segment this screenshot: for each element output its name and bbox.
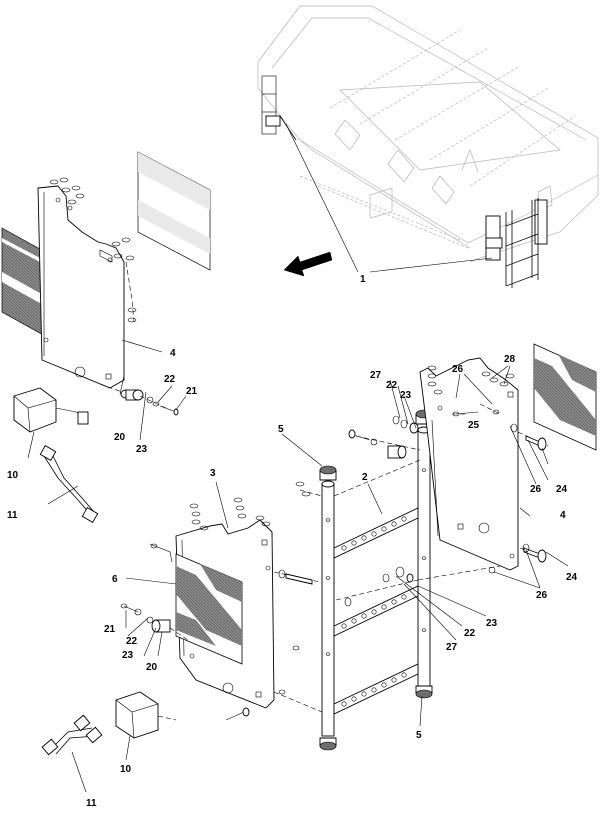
callout-22-low: 22 [464,628,476,639]
ladder [319,409,433,751]
callout-1: 1 [360,274,366,285]
callout-20-bottom: 20 [146,662,158,673]
callout-22-top: 22 [164,374,176,385]
callout-23-right: 23 [400,390,412,401]
callout-labels: 4 22 21 20 23 10 11 3 5 2 6 21 22 23 20 … [7,348,578,809]
callout-28: 28 [504,354,516,365]
callout-23-top: 23 [136,444,148,455]
callout-23-low: 23 [486,618,498,629]
callout-26-bottom: 26 [536,590,548,601]
direction-arrow [283,251,333,277]
callout-22-bottom: 22 [126,636,138,647]
callout-10-top: 10 [7,470,19,481]
cable-11-top [39,445,99,523]
callout-25: 25 [468,420,480,431]
callout-27-low: 27 [446,642,458,653]
lamp-10-bottom [115,691,177,739]
callout-2: 2 [362,472,368,483]
callout-26-mid: 26 [530,484,542,495]
callout-6: 6 [112,574,118,585]
callout-5-top: 5 [278,424,284,435]
right-panel-assembly [348,343,597,574]
callout-11-bottom: 11 [86,798,97,809]
callout-3: 3 [210,468,216,479]
callout-26-top: 26 [452,364,464,375]
callout-24-top: 24 [556,484,568,495]
mounted-ladder [485,198,548,288]
callout-22-right: 22 [386,380,398,391]
callout-21-bottom: 21 [104,624,116,635]
callout-5-bottom: 5 [416,730,422,741]
cable-11-bottom [41,714,103,756]
callout-11-top: 11 [7,510,18,521]
callout-24-bottom: 24 [566,572,578,583]
left-panel-assembly [1,151,211,433]
callout-4-right: 4 [560,510,566,521]
front-panel-assembly [115,497,323,739]
callout-leaders [27,339,569,793]
callout-27-top: 27 [370,370,382,381]
hopper-body [257,5,599,288]
callout-20-top: 20 [114,432,126,443]
lamp-10-top [13,387,89,433]
callout-21-top: 21 [186,386,198,397]
callout-23-bottom: 23 [122,650,134,661]
callout-4-top: 4 [170,348,176,359]
callout-10-bottom: 10 [120,764,132,775]
